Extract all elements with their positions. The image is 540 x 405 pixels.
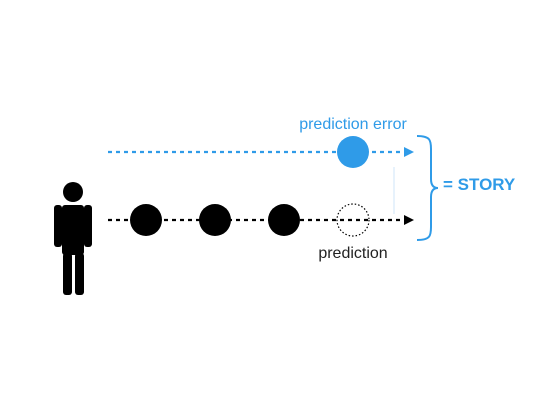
right-bracket-icon: [416, 135, 439, 241]
prediction-error-blue-circle-icon: [337, 136, 369, 168]
predicted-event-dashed-circle-icon: [336, 203, 370, 237]
person-icon: [54, 182, 92, 295]
prediction-error-label: prediction error: [299, 116, 407, 133]
story-result-label: = STORY: [443, 175, 516, 194]
blue-prediction-error-line: [108, 147, 414, 157]
observed-event-2-icon: [199, 204, 231, 236]
observed-event-3-icon: [268, 204, 300, 236]
observed-event-1-icon: [130, 204, 162, 236]
prediction-label: prediction: [318, 245, 387, 262]
